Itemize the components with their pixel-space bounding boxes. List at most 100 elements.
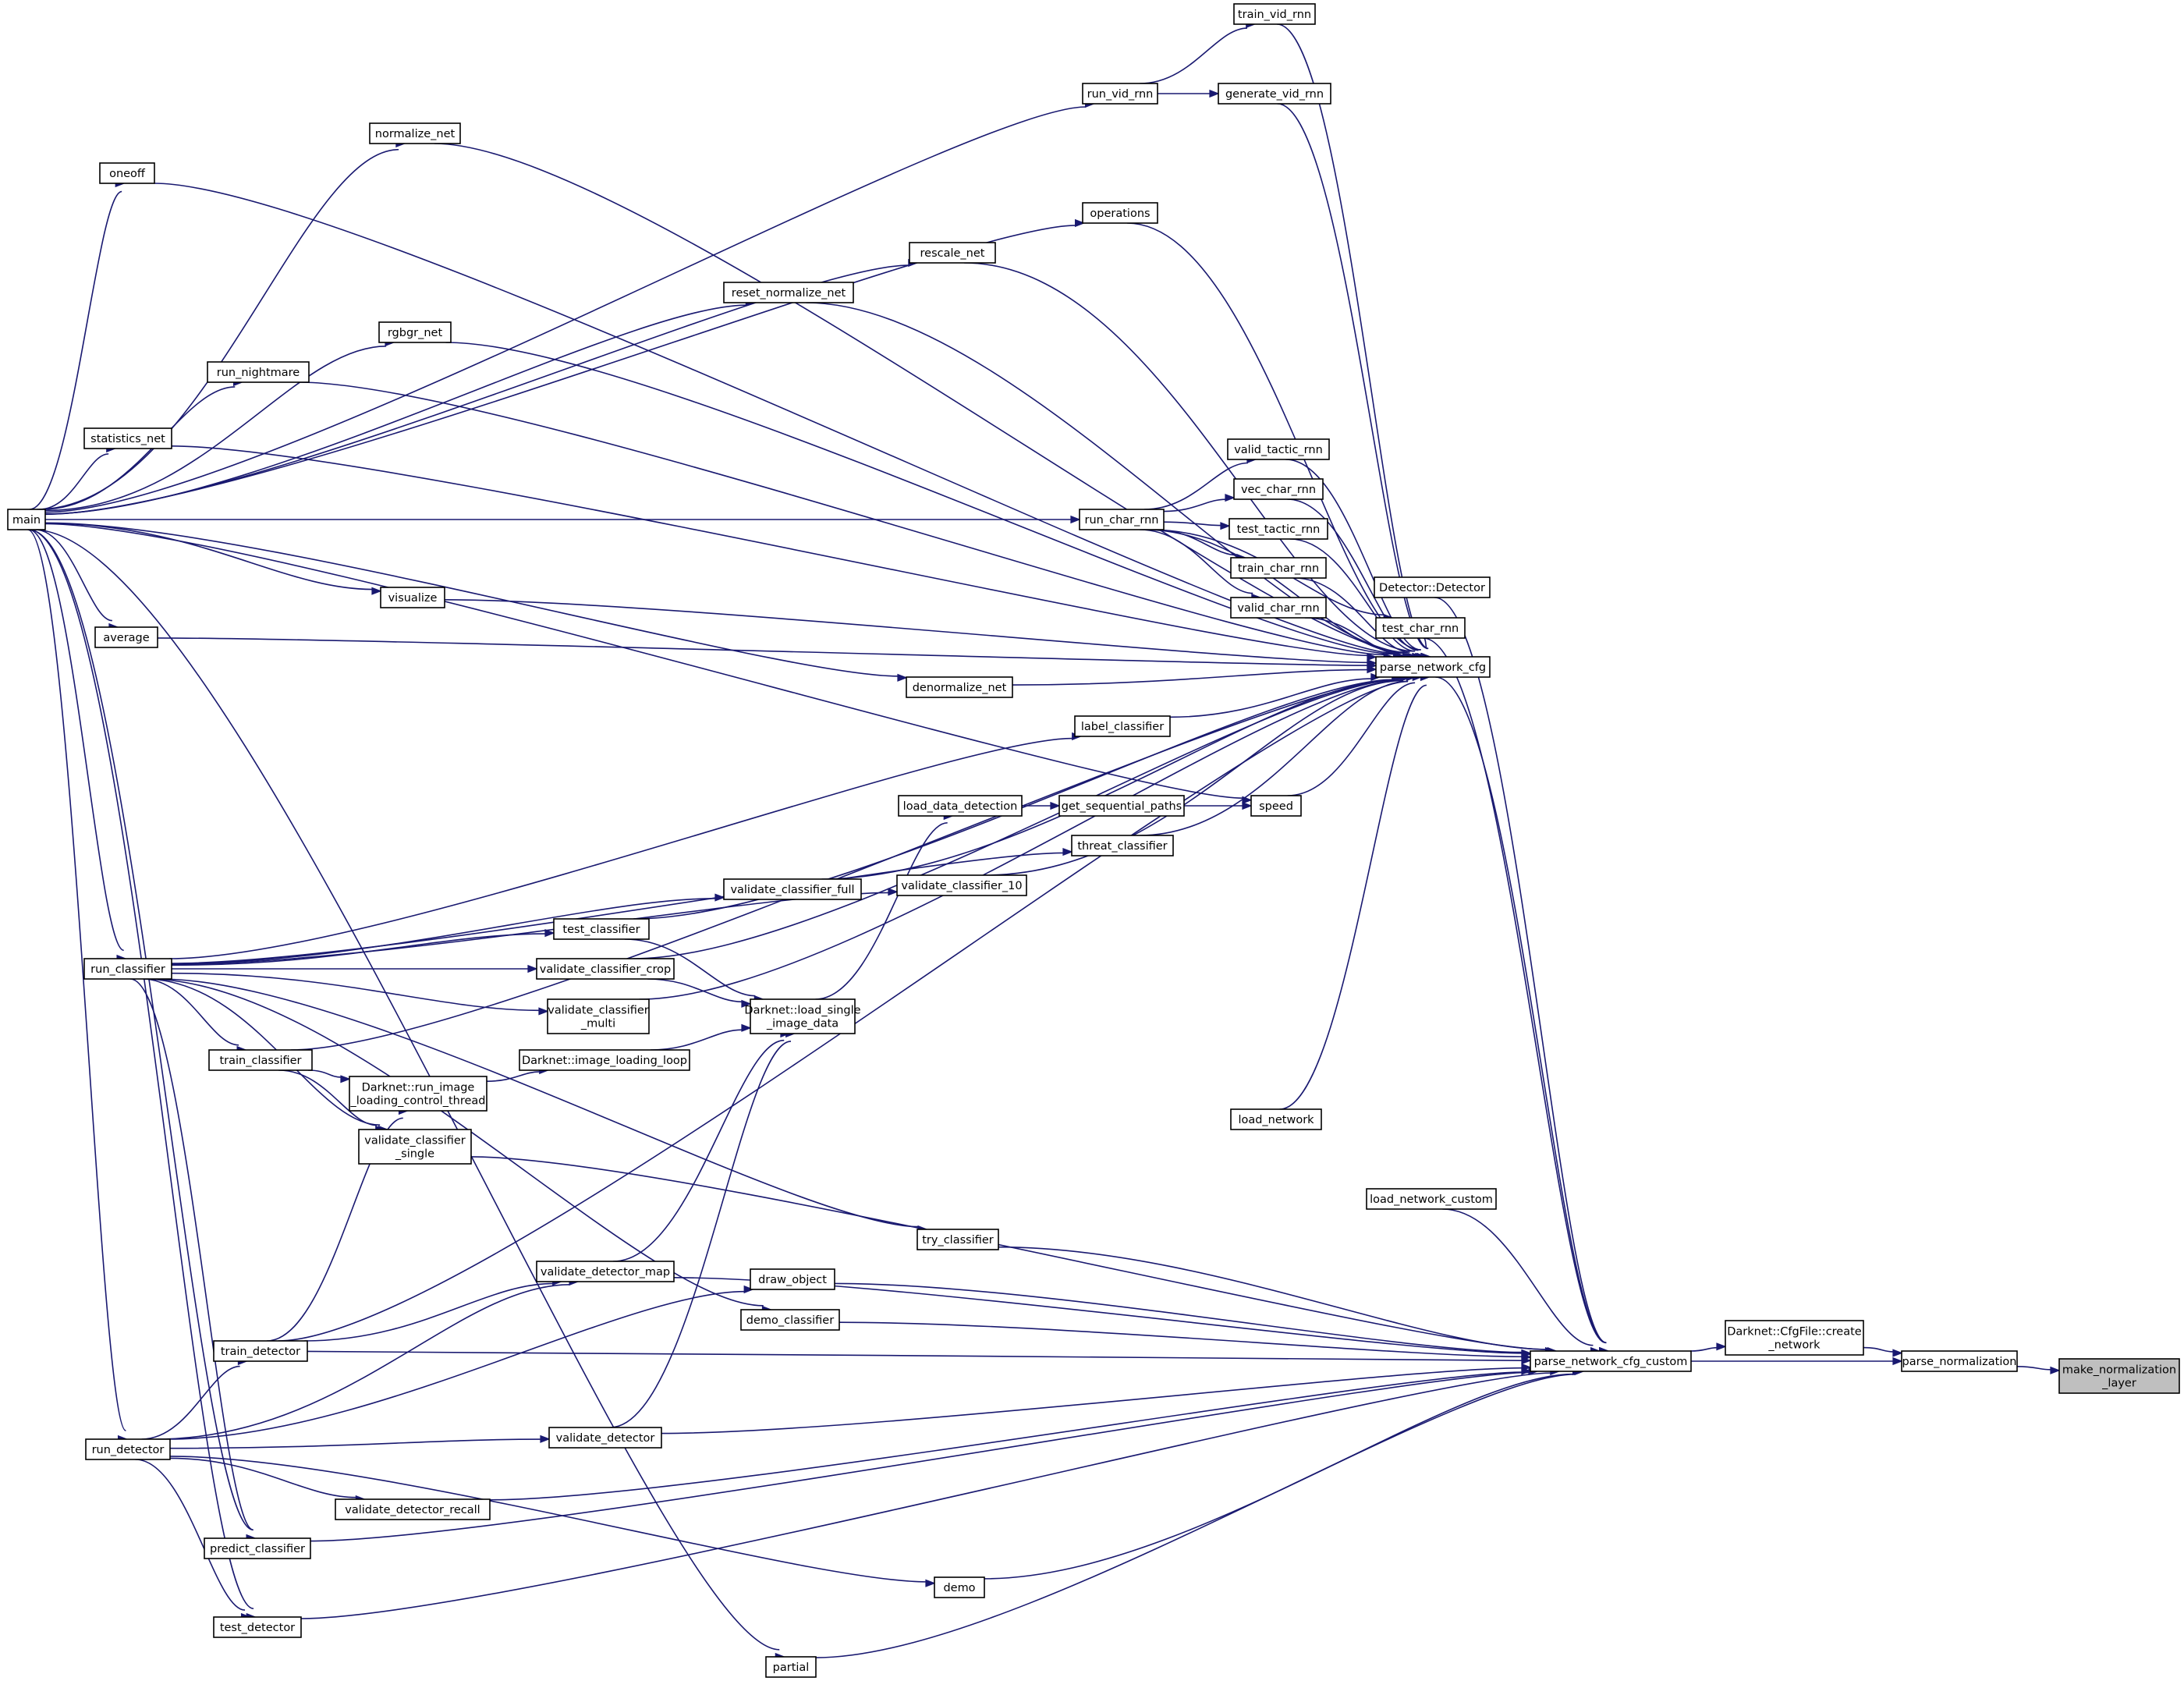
graph-node-test-char-rnn[interactable]: test_char_rnn [1375, 617, 1466, 639]
node-box [1375, 656, 1491, 678]
graph-node-load-network[interactable]: load_network [1230, 1108, 1322, 1130]
graph-node-validate-classifier-10[interactable]: validate_classifier_10 [896, 874, 1027, 896]
graph-node-run-classifier[interactable]: run_classifier [83, 958, 172, 980]
graph-node-make-normalization-layer[interactable]: make_normalization_layer [2058, 1358, 2180, 1394]
arrowhead-icon [538, 1007, 549, 1016]
graph-node-get-sequential-paths[interactable]: get_sequential_paths [1058, 795, 1185, 817]
graph-node-test-tactic-rnn[interactable]: test_tactic_rnn [1228, 518, 1328, 540]
graph-node-train-char-rnn[interactable]: train_char_rnn [1230, 557, 1327, 579]
graph-node-train-classifier[interactable]: train_classifier [208, 1049, 313, 1071]
graph-node-load-network-custom[interactable]: load_network_custom [1366, 1188, 1497, 1210]
node-box [1530, 1350, 1692, 1372]
call-edge-run_char_rnn-to-valid_char_rnn [1140, 529, 1253, 594]
graph-node-run-nightmare[interactable]: run_nightmare [207, 361, 310, 383]
graph-node-validate-detector-recall[interactable]: validate_detector_recall [335, 1498, 491, 1520]
node-box [358, 1129, 472, 1165]
node-label: _network [1767, 1339, 1821, 1352]
graph-node-predict-classifier[interactable]: predict_classifier [204, 1537, 311, 1559]
graph-node-valid-char-rnn[interactable]: valid_char_rnn [1230, 597, 1327, 619]
call-edge-draw_object-to-parse_network_cfg_custom [834, 1282, 1523, 1353]
graph-node-run-image-loading-control-thread[interactable]: Darknet::run_image_loading_control_threa… [349, 1076, 488, 1112]
graph-node-generate-vid-rnn[interactable]: generate_vid_rnn [1218, 83, 1331, 105]
call-edge-main-to-run_classifier [28, 529, 124, 952]
graph-node-reset-normalize-net[interactable]: reset_normalize_net [723, 282, 854, 303]
graph-node-validate-classifier-single[interactable]: validate_classifier_single [358, 1129, 472, 1165]
call-edge-validate_detector-to-parse_network_cfg_custom [661, 1367, 1523, 1435]
graph-node-validate-classifier-full[interactable]: validate_classifier_full [723, 878, 862, 900]
node-label: denormalize_net [913, 682, 1007, 694]
node-label: train_detector [221, 1346, 300, 1358]
call-edge-run_classifier-to-validate_classifier_multi [171, 972, 540, 1012]
graph-node-image-loading-loop[interactable]: Darknet::image_loading_loop [519, 1049, 690, 1071]
graph-node-rescale-net[interactable]: rescale_net [909, 242, 996, 264]
graph-node-draw-object[interactable]: draw_object [750, 1268, 835, 1290]
graph-node-operations[interactable]: operations [1082, 202, 1158, 224]
node-box [1082, 83, 1158, 105]
node-label: _multi [580, 1018, 615, 1030]
graph-node-train-vid-rnn[interactable]: train_vid_rnn [1233, 3, 1316, 25]
graph-node-detector-ctor[interactable]: Detector::Detector [1374, 576, 1491, 598]
graph-node-validate-detector-map[interactable]: validate_detector_map [536, 1261, 675, 1282]
node-label: run_char_rnn [1085, 514, 1159, 527]
graph-node-run-detector[interactable]: run_detector [85, 1438, 171, 1460]
graph-node-try-classifier[interactable]: try_classifier [916, 1229, 999, 1250]
call-edge-validate_classifier_multi-to-parse_network_cfg [639, 679, 1401, 1000]
node-label: run_classifier [90, 963, 165, 976]
graph-node-test-classifier[interactable]: test_classifier [553, 918, 650, 940]
call-edge-visualize-to-parse_network_cfg [444, 598, 1368, 664]
graph-node-demo[interactable]: demo [934, 1576, 985, 1598]
graph-node-speed[interactable]: speed [1250, 795, 1302, 817]
arrowhead-icon [1892, 1349, 1903, 1357]
node-box [83, 427, 172, 449]
call-edge-validate_classifier_10-to-parse_network_cfg [984, 679, 1403, 876]
graph-node-vec-char-rnn[interactable]: vec_char_rnn [1233, 478, 1324, 500]
graph-node-label-classifier[interactable]: label_classifier [1074, 715, 1171, 737]
graph-node-create-network[interactable]: Darknet::CfgFile::create_network [1725, 1320, 1864, 1356]
node-box [378, 321, 452, 343]
call-edge-denormalize_net-to-parse_network_cfg [1012, 668, 1368, 686]
graph-node-statistics-net[interactable]: statistics_net [83, 427, 172, 449]
node-label: reset_normalize_net [732, 287, 846, 300]
node-label: Detector::Detector [1379, 582, 1485, 594]
call-edge-run_detector-to-validate_detector_map [154, 1284, 570, 1440]
graph-node-oneoff[interactable]: oneoff [99, 162, 155, 184]
graph-node-normalize-net[interactable]: normalize_net [369, 122, 461, 144]
graph-node-validate-classifier-multi[interactable]: validate_classifier_multi [547, 998, 650, 1034]
graph-node-rgbgr-net[interactable]: rgbgr_net [378, 321, 452, 343]
graph-node-load-data-detection[interactable]: load_data_detection [898, 795, 1023, 817]
graph-node-visualize[interactable]: visualize [380, 587, 445, 608]
graph-node-train-detector[interactable]: train_detector [213, 1340, 308, 1362]
node-box [519, 1049, 690, 1071]
graph-node-load-single-image-data[interactable]: Darknet::load_single_image_data [744, 998, 861, 1034]
graph-node-parse-network-cfg-custom[interactable]: parse_network_cfg_custom [1530, 1350, 1692, 1372]
call-edge-main-to-speed [44, 523, 1243, 800]
graph-node-partial[interactable]: partial [765, 1656, 817, 1678]
call-edge-validate_detector-to-load_single_image_data [610, 1041, 792, 1428]
node-box [1233, 3, 1316, 25]
graph-node-parse-network-cfg[interactable]: parse_network_cfg [1375, 656, 1491, 678]
arrowhead-icon [1070, 515, 1081, 524]
call-edge-predict_classifier-to-parse_network_cfg_custom [310, 1371, 1530, 1542]
graph-node-validate-detector[interactable]: validate_detector [548, 1427, 662, 1449]
graph-node-run-vid-rnn[interactable]: run_vid_rnn [1082, 83, 1158, 105]
graph-node-validate-classifier-crop[interactable]: validate_classifier_crop [536, 958, 675, 980]
node-box [548, 1427, 662, 1449]
arrowhead-icon [544, 929, 555, 938]
graph-node-run-char-rnn[interactable]: run_char_rnn [1079, 509, 1165, 530]
graph-node-denormalize-net[interactable]: denormalize_net [906, 676, 1013, 698]
node-label: train_classifier [219, 1055, 301, 1067]
graph-node-demo-classifier[interactable]: demo_classifier [740, 1309, 840, 1331]
graph-node-threat-classifier[interactable]: threat_classifier [1071, 835, 1174, 856]
call-edge-main-to-predict_classifier [28, 529, 254, 1531]
node-label: generate_vid_rnn [1225, 88, 1324, 101]
graph-node-average[interactable]: average [94, 626, 158, 648]
graph-node-valid-tactic-rnn[interactable]: valid_tactic_rnn [1227, 438, 1330, 460]
graph-node-parse-normalization[interactable]: parse_normalization [1901, 1350, 2018, 1372]
node-label: demo [943, 1582, 975, 1594]
node-label: valid_char_rnn [1237, 602, 1319, 615]
node-label: vec_char_rnn [1241, 484, 1316, 496]
graph-node-test-detector[interactable]: test_detector [213, 1616, 302, 1638]
node-label: operations [1090, 207, 1150, 220]
graph-node-main[interactable]: main [7, 509, 46, 530]
call-edge-partial-to-parse_network_cfg_custom [815, 1374, 1576, 1658]
